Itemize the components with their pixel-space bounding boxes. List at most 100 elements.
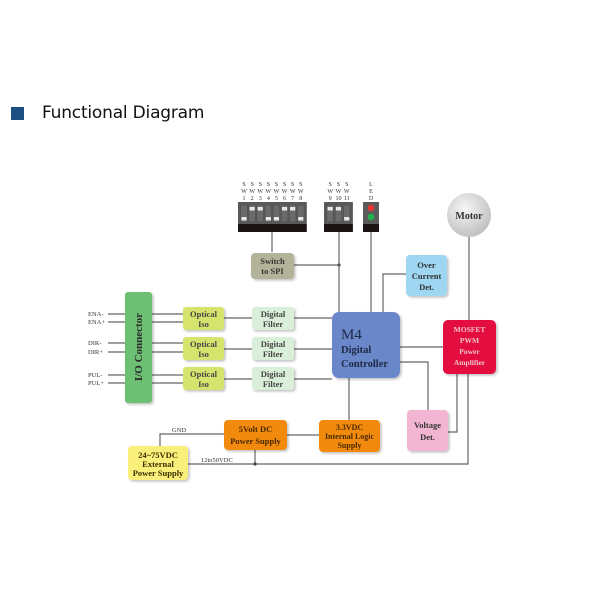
dip-switch-housing [238,202,307,224]
svg-text:Iso: Iso [198,379,209,389]
dip-switch-label: S [299,182,302,188]
dip-switch-toggle[interactable] [256,204,264,223]
dip-switch-toggle[interactable] [297,204,305,223]
dip-switch-label: 2 [251,196,254,202]
svg-text:Digital: Digital [261,339,286,349]
svg-text:24~75VDC: 24~75VDC [138,450,178,460]
svg-text:Filter: Filter [263,319,284,329]
dip-switch-label: 3 [259,196,262,202]
over-current-detection-block: Over Current Det. [406,255,447,296]
dip-switch-label: S [250,182,253,188]
dip-switch-toggle[interactable] [248,204,256,223]
dip-switch-toggle[interactable] [240,204,248,223]
dip-switch-label: 8 [299,196,302,202]
switch-to-spi-line-1: Switch [260,256,285,266]
dip-switch-toggle[interactable] [334,204,342,223]
dip-switch-label: W [241,189,247,195]
dip-switch-label: 11 [344,196,350,202]
wires [108,232,470,466]
signal-label: ENA- [88,311,104,318]
svg-text:Power Supply: Power Supply [133,468,184,478]
dip-switch-label: S [275,182,278,188]
svg-text:Digital: Digital [341,345,371,356]
dip-switch-toggle[interactable] [326,204,334,223]
motor-block: Motor [447,193,491,237]
svg-text:Iso: Iso [198,319,209,329]
dip-switch-label: 10 [335,196,341,202]
dip-switch-toggle[interactable] [289,204,297,223]
external-power-supply-block: 24~75VDC External Power Supply [128,446,188,480]
3v3-logic-supply-block: 3.3VDC Internal Logic Supply [319,420,380,452]
svg-text:I/O Connector: I/O Connector [133,313,145,381]
svg-text:Amplifier: Amplifier [454,358,486,367]
dip-switch-label: 7 [291,196,294,202]
svg-text:Digital: Digital [261,309,286,319]
dip-switch-base [324,224,353,232]
dip-switch-toggle[interactable] [264,204,272,223]
dip-switch-label: 9 [329,196,332,202]
svg-text:Det.: Det. [419,282,434,292]
dip-switch-label: W [274,189,280,195]
led-label: L [369,182,373,188]
digital-filter-block: Digital Filter [252,307,294,330]
dip-switch-label: 1 [243,196,246,202]
dip-switch-toggle[interactable] [281,204,289,223]
m4-digital-controller-block: M4 Digital Controller [332,312,400,378]
dip-switch-label: S [328,182,331,188]
section-heading: Functional Diagram [11,101,204,125]
led-base [363,224,379,232]
optical-iso-block: Optical Iso [183,307,224,330]
dip-switch-label: S [259,182,262,188]
svg-text:Motor: Motor [455,211,483,222]
led-label: E [369,189,373,195]
voltage-detection-block: Voltage Det. [407,410,448,451]
dip-switch-label: 4 [267,196,270,202]
dip-switch-label: W [266,189,272,195]
dip-switch-label: S [267,182,270,188]
optical-iso-block: Optical Iso [183,367,224,390]
signal-label: DIR+ [88,349,103,356]
svg-text:M4: M4 [341,327,362,343]
svg-text:Supply: Supply [337,441,361,450]
junction-dot [253,462,257,466]
led-label: D [369,196,374,202]
dip-switch-label: W [257,189,263,195]
dip-switch-toggle[interactable] [343,204,351,223]
signal-label: PUL- [88,372,102,379]
heading-title: Functional Diagram [42,103,205,123]
svg-text:Optical: Optical [190,309,218,319]
dip-switch-label: W [336,189,342,195]
io-connector-block: I/O Connector [125,292,152,403]
signal-labels: ENA- ENA+ DIR- DIR+ PUL- PUL+ [88,311,105,387]
dip-switch-label: W [298,189,304,195]
dip-switch-label: W [249,189,255,195]
svg-text:Det.: Det. [420,432,435,442]
dip-switch-label: W [344,189,350,195]
led-housing [363,202,379,224]
svg-text:Optical: Optical [190,339,218,349]
supply-range-label: 12to50VDC [201,457,233,464]
digital-filter-block: Digital Filter [252,337,294,360]
led-green-light [367,213,375,221]
svg-text:Power: Power [459,347,480,356]
5v-power-supply-block: 5Volt DC Power Supply [224,420,287,450]
svg-text:External: External [142,459,174,469]
dip-switch-label: W [327,189,333,195]
dip-switch-label: 6 [283,196,286,202]
svg-text:MOSFET: MOSFET [454,325,486,334]
svg-text:5Volt DC: 5Volt DC [239,424,272,434]
switch-to-spi-block: Switch to SPI [251,253,294,279]
heading-marker-icon [11,106,24,120]
dip-switch-label: S [291,182,294,188]
signal-label: DIR- [88,340,101,347]
dip-switch-toggle[interactable] [272,204,280,223]
mosfet-pwm-amplifier-block: MOSFET PWM Power Amplifier [443,320,496,374]
svg-text:Current: Current [412,271,442,281]
svg-text:Optical: Optical [190,369,218,379]
svg-text:Digital: Digital [261,369,286,379]
dip-switch-base [238,224,307,232]
dip-switch-label: W [282,189,288,195]
switch-to-spi-line-2: to SPI [261,266,284,276]
